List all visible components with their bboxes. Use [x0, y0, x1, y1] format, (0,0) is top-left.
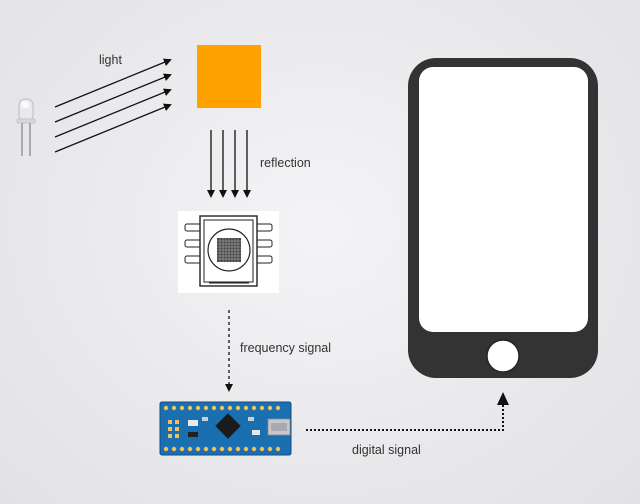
color-sensor-chip-icon — [178, 211, 279, 293]
light-arrow — [54, 103, 172, 153]
phone-home-button — [486, 339, 520, 373]
digital-signal-label: digital signal — [352, 443, 421, 457]
light-arrow — [54, 58, 172, 108]
light-arrow — [54, 73, 172, 123]
sensor-array — [217, 238, 241, 262]
light-arrows — [54, 58, 172, 153]
reflection-label: reflection — [260, 156, 311, 170]
light-label: light — [99, 53, 122, 67]
led-icon — [16, 98, 36, 156]
color-sample-square — [197, 45, 261, 108]
digital-signal-arrow — [306, 392, 509, 431]
reflection-arrows — [207, 130, 251, 198]
frequency-signal-label: frequency signal — [240, 341, 332, 355]
light-arrow — [54, 88, 172, 138]
arduino-nano-board-icon — [159, 401, 292, 456]
smartphone-icon — [408, 58, 598, 378]
